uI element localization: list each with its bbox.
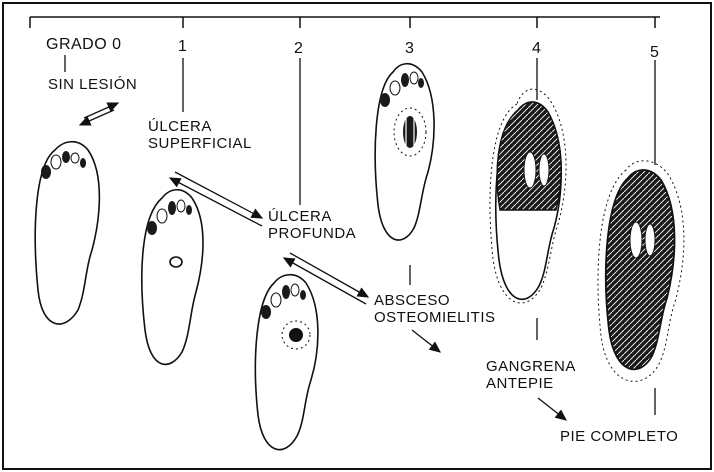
foot-grade-4	[490, 89, 566, 303]
grade-3-number: 3	[405, 40, 414, 57]
grade-5-number: 5	[650, 44, 659, 61]
foot-grade-0	[35, 142, 99, 324]
foot-grade-2	[255, 275, 318, 450]
foot-grade-3	[375, 64, 434, 240]
gangrene-icon	[606, 170, 675, 369]
stage-5-label: PIE COMPLETO	[560, 428, 678, 445]
grade-4-number: 4	[532, 40, 541, 57]
ulcer-icon	[289, 328, 303, 342]
grade-2-number: 2	[294, 40, 303, 57]
foot-grade-1	[142, 190, 203, 365]
grade-0-number: GRADO 0	[46, 36, 122, 53]
foot-grade-5	[598, 161, 684, 382]
grade-1-number: 1	[178, 38, 187, 55]
stage-1-label: ÚLCERA SUPERFICIAL	[148, 118, 258, 152]
grade-bracket	[30, 17, 660, 28]
stage-2-label: ÚLCERA PROFUNDA	[268, 208, 368, 242]
stage-3-label: ABSCESO OSTEOMIELITIS	[374, 292, 514, 326]
stage-4-label: GANGRENA ANTEPIE	[486, 358, 586, 392]
stage-0-label: SIN LESIÓN	[48, 76, 137, 93]
